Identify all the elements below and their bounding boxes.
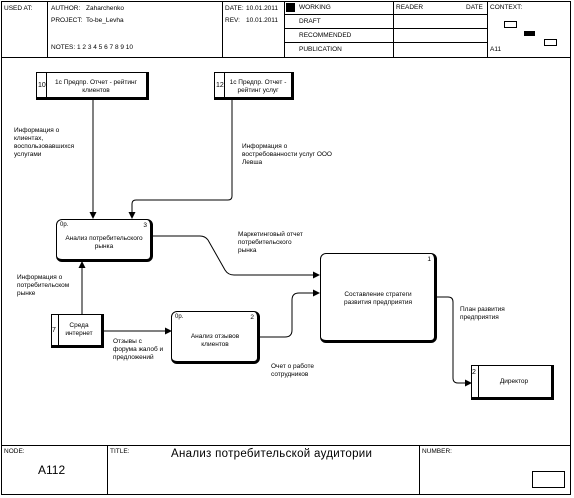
number-box [532, 471, 565, 488]
footer-divider [1, 445, 571, 446]
context-thumb-box-3 [544, 39, 557, 46]
ref-num: 10 [38, 82, 46, 89]
author-value: Zaharchenko [86, 5, 124, 12]
activity-label: Анализ потребительского рынка [65, 235, 143, 250]
activity-number: 1 [427, 256, 431, 263]
number-label: NUMBER: [422, 448, 452, 455]
node-value: A112 [38, 463, 66, 477]
diagram-title: Анализ потребительской аудитории [171, 448, 373, 460]
status-working: WORKING [299, 4, 331, 11]
context-thumb-box-1 [504, 21, 517, 28]
working-checkbox[interactable] [286, 3, 295, 12]
activity-label: Анализ отзывов клиентов [190, 333, 240, 348]
header-divider [1, 57, 571, 58]
ref-box-director[interactable]: 2 Директор [471, 365, 554, 400]
rev-label: REV: [225, 17, 240, 24]
ref-box-internet[interactable]: 7 Среда интернет [51, 314, 104, 348]
activity-code: 0р. [175, 314, 184, 320]
date-value: 10.01.2011 [246, 5, 279, 12]
ref-label: 1с Предпр. Отчет - рейтинг услуг [229, 79, 287, 94]
ref-num: 12 [216, 82, 224, 89]
arrow-label-market-info: Информация о потребительском рынке [17, 274, 70, 297]
ref-box-service-rating[interactable]: 12 1с Предпр. Отчет - рейтинг услуг [214, 72, 294, 100]
used-at-label: USED AT: [4, 5, 33, 12]
ref-label: Среда интернет [65, 322, 93, 337]
arrow-label-forum-reviews: Отзывы с форума жалоб и предложений [113, 338, 164, 361]
reader-date-label: DATE [466, 4, 483, 11]
rev-value: 10.01.2011 [246, 17, 279, 24]
date-label: DATE: [225, 5, 244, 12]
ref-num: 7 [52, 327, 56, 334]
context-node: A11 [490, 46, 502, 53]
ref-box-client-rating[interactable]: 10 1с Предпр. Отчет - рейтинг клиентов [36, 72, 149, 100]
reader-label: READER [396, 4, 424, 11]
project-label: PROJECT: [51, 17, 83, 24]
arrow-marketing-report [153, 235, 320, 279]
activity-number: 2 [250, 314, 254, 321]
activity-review-analysis[interactable]: 0р. 2 Анализ отзывов клиентов [171, 311, 260, 364]
project-value: To-be_Levha [86, 17, 124, 24]
status-recommended: RECOMMENDED [299, 32, 352, 39]
arrow-label-service-demand: Информация о востребованности услуг ООО … [242, 143, 332, 166]
context-thumb-box-active [524, 31, 535, 36]
arrow-staff-report [260, 289, 320, 338]
ref-num: 2 [472, 369, 476, 376]
activity-code: 0р. [60, 222, 69, 228]
activity-label: Составление стратеги развития предприяти… [344, 291, 412, 306]
status-publication: PUBLICATION [299, 46, 342, 53]
arrow-label-development-plan: План развития предприятия [460, 306, 505, 321]
ref-label: Директор [499, 378, 529, 385]
arrow-label-marketing-report: Маркетинговый отчет потребительского рын… [238, 231, 303, 254]
status-draft: DRAFT [299, 18, 321, 25]
context-label: CONTEXT: [490, 4, 523, 11]
arrow-development-plan [437, 296, 472, 387]
activity-market-analysis[interactable]: 0р. 3 Анализ потребительского рынка [56, 219, 153, 262]
title-label: TITLE: [110, 448, 130, 455]
arrow-label-client-info: Информация о клиентах, воспользовавшихся… [14, 127, 75, 158]
author-label: AUTHOR: [51, 5, 81, 12]
arrow-label-staff-report: Очет о работе сотрудников [271, 363, 314, 378]
notes-label: NOTES: 1 2 3 4 5 6 7 8 9 10 [51, 44, 134, 51]
activity-number: 3 [143, 222, 147, 229]
ref-label: 1с Предпр. Отчет - рейтинг клиентов [55, 79, 137, 94]
arrow-service-demand [128, 100, 233, 219]
activity-strategy[interactable]: 1 Составление стратеги развития предприя… [320, 253, 437, 343]
node-label: NODE: [4, 448, 25, 455]
